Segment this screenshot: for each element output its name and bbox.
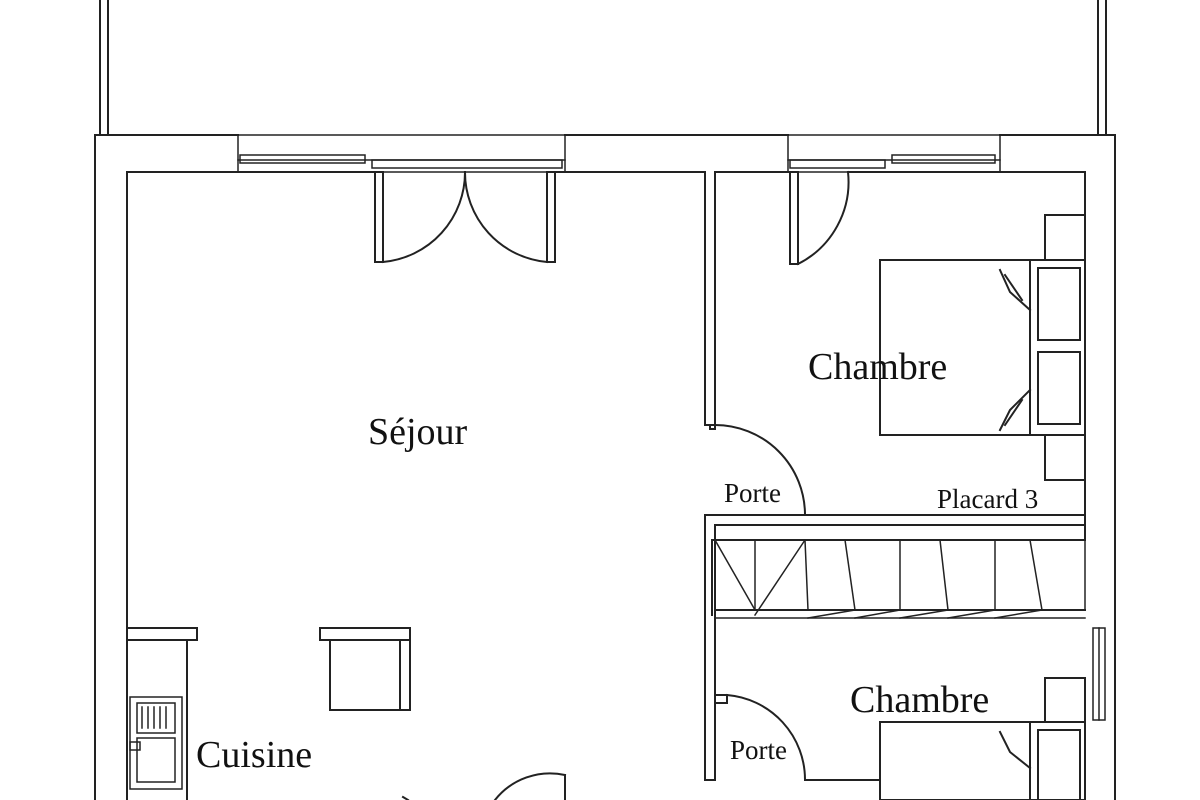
door-label-porte-2: Porte bbox=[730, 735, 787, 765]
windows bbox=[237, 134, 1001, 173]
balcony bbox=[99, 0, 1107, 136]
placard-wardrobe bbox=[713, 538, 1086, 619]
room-label-chambre-1: Chambre bbox=[808, 346, 948, 388]
bed-chambre2 bbox=[879, 677, 1086, 800]
sejour-furniture bbox=[319, 627, 411, 711]
chambre2-window bbox=[1092, 627, 1106, 721]
room-label-chambre-2: Chambre bbox=[850, 679, 990, 721]
bottom-door bbox=[401, 772, 567, 800]
door-chambre1 bbox=[709, 423, 807, 517]
room-label-cuisine: Cuisine bbox=[196, 734, 313, 776]
bed-chambre1 bbox=[879, 214, 1086, 481]
kitchen-counter bbox=[126, 627, 198, 800]
interior-walls bbox=[704, 171, 1086, 781]
door-chambre2 bbox=[714, 693, 881, 782]
chambre1-window-door bbox=[789, 170, 850, 266]
door-label-porte-1: Porte bbox=[724, 478, 781, 508]
room-label-sejour: Séjour bbox=[368, 411, 468, 453]
sejour-double-door bbox=[374, 170, 556, 264]
placard-label: Placard 3 bbox=[937, 484, 1039, 514]
